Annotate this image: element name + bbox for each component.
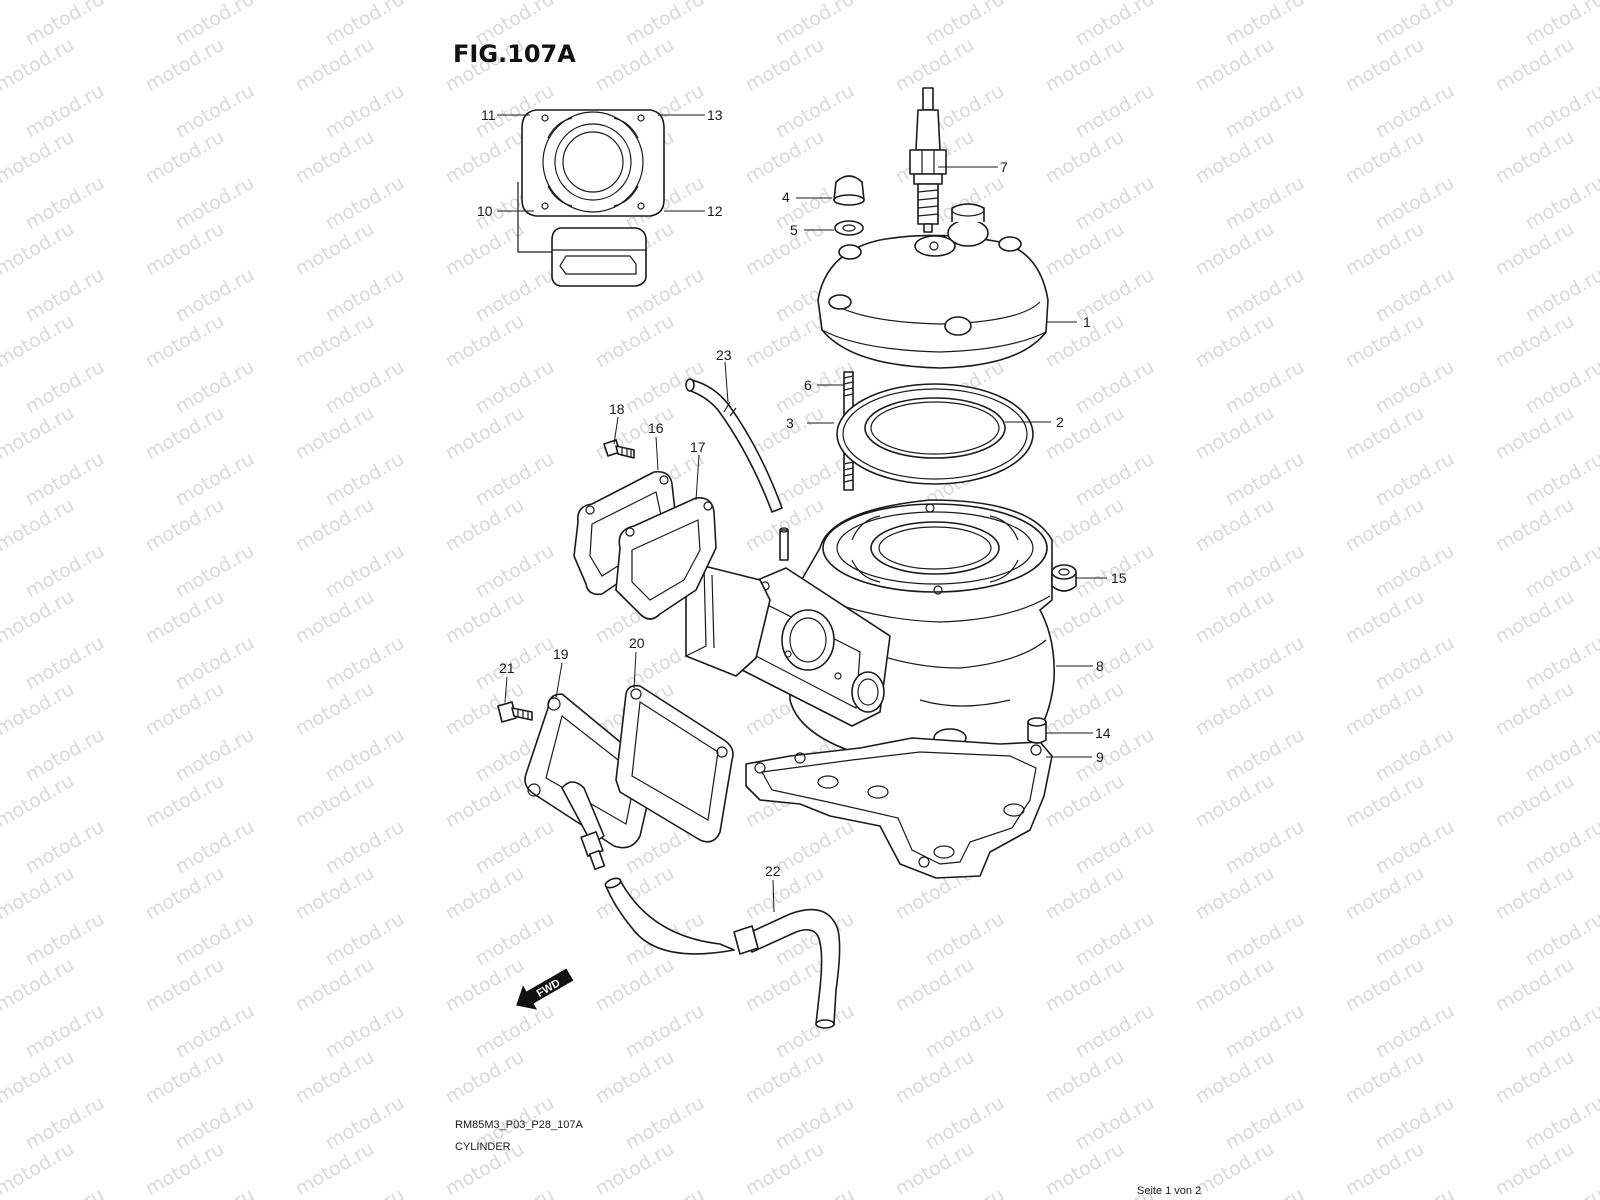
leader-lines [497,114,1107,913]
inset-exhaust-gasket [551,227,647,287]
callout-10: 10 [477,203,493,219]
callout-11: 11 [481,107,496,123]
callout-4: 4 [782,189,790,205]
callout-8: 8 [1096,658,1104,674]
cap-nut [833,175,865,206]
callout-23: 23 [716,347,732,363]
callout-7: 7 [1000,159,1008,175]
lower-gasket [615,684,734,843]
callout-3: 3 [786,415,794,431]
callout-21: 21 [499,660,515,676]
watermark-text: motod.ru [472,1184,558,1200]
watermark-text: motod.ru [592,0,678,4]
watermark-text: motod.ru [922,1184,1008,1200]
drawing-code: RM85M3_P03_P28_107A [455,1119,583,1131]
callout-18: 18 [609,401,625,417]
spark-plug [909,87,947,233]
callout-22: 22 [765,863,781,879]
dowel-pin [1027,717,1047,744]
inset-cylinder-top-view [517,109,665,253]
breather-nipple [561,781,606,871]
watermark-text: motod.ru [442,0,528,4]
breather-hose-lower [604,877,841,1029]
callout-19: 19 [553,646,569,662]
cylinder [685,499,1056,767]
exhaust-gasket [615,496,717,620]
watermark-text: motod.ru [1042,0,1128,4]
callout-16: 16 [648,420,664,436]
cylinder-head [817,203,1049,369]
callout-17: 17 [690,439,706,455]
watermark-text: motod.ru [1522,1184,1600,1200]
watermark-text: motod.ru [1372,1184,1458,1200]
callout-1: 1 [1083,314,1091,330]
base-gasket [745,737,1053,879]
watermark-text: motod.ru [742,0,828,4]
figure-title: FIG.107A [453,40,576,68]
breather-hose-upper [685,378,783,513]
fwd-label: FWD [535,977,563,1000]
callout-13: 13 [707,107,723,123]
bolt-lower [497,701,533,723]
callout-9: 9 [1096,749,1104,765]
washer [834,220,864,236]
watermark-text: motod.ru [142,0,228,4]
watermark-text: motod.ru [622,1184,708,1200]
callout-2: 2 [1056,414,1064,430]
watermark-text: motod.ru [1222,1184,1308,1200]
watermark-text: motod.ru [892,0,978,4]
watermark-text: motod.ru [772,1184,858,1200]
watermark-text: motod.ru [322,1184,408,1200]
watermark-text: motod.ru [1342,0,1428,4]
callout-6: 6 [804,377,812,393]
watermark-text: motod.ru [1192,0,1278,4]
callout-12: 12 [707,203,723,219]
callout-20: 20 [629,635,645,651]
flange-nut [1051,564,1077,592]
callout-15: 15 [1111,570,1127,586]
callout-5: 5 [790,222,798,238]
bolt-upper [603,439,635,459]
watermark-text: motod.ru [292,0,378,4]
watermark-text: motod.ru [172,1184,258,1200]
callout-14: 14 [1095,725,1111,741]
watermark-text: motod.ru [22,1184,108,1200]
watermark-text: motod.ru [1492,0,1578,4]
watermark-text: motod.ru [0,0,78,4]
figure-caption: CYLINDER [455,1141,511,1153]
head-gasket [864,397,1006,459]
callouts: 7 4 5 1 6 3 2 8 9 14 15 11 13 10 12 23 1… [477,107,1127,879]
page-indicator: Seite 1 von 2 [1137,1185,1201,1197]
